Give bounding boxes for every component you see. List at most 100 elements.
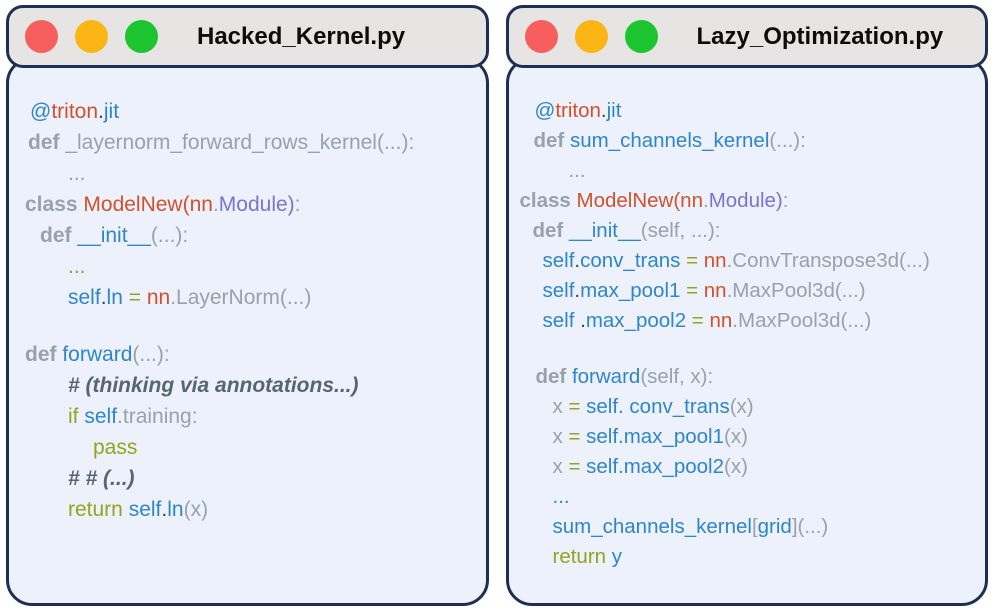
code-token: (x) [183,498,209,521]
code-token: ](...) [791,515,829,538]
code-token: self.max_pool2 [586,455,725,478]
code-token: def [532,219,569,242]
minimize-button[interactable] [75,20,108,53]
code-token: = [122,286,147,309]
window-title: Lazy_Optimization.py [696,22,944,50]
code-token: . [98,100,104,123]
code-token: _layernorm_forward_rows_kernel(...): [59,131,415,154]
code-token: class [25,193,84,216]
code-token: jit [606,99,622,122]
code-token: ... [68,255,86,278]
code-token: @ [534,99,556,122]
code-token: . [702,189,709,212]
code-token: max_pool1 [580,279,681,302]
code-token: @ [30,100,52,123]
code-token: (self, ...): [640,219,721,242]
code-token: .MaxPool3d(...) [726,279,866,302]
code-token: grid [757,515,792,538]
code-line: class ModelNew(nn.Module): [509,186,986,216]
code-token: conv_trans [580,249,681,272]
code-token: pass [93,436,138,459]
code-token: nn [709,309,733,332]
code-line: @triton.jit [9,96,486,127]
code-token: ModelNew(nn [576,189,703,212]
code-token: : [294,193,301,216]
code-line: self .max_pool2 = nn.MaxPool3d(...) [509,306,986,336]
code-token: .MaxPool3d(...) [732,309,872,332]
code-token: def [28,131,60,154]
code-token: self. conv_trans [586,395,730,418]
code-line: # # (...) [9,463,486,494]
code-token: [ [751,515,758,538]
code-line: def sum_channels_kernel(...): [509,126,986,156]
code-line: if self.training: [9,401,486,432]
code-token: . [574,279,581,302]
close-button[interactable] [524,20,558,53]
code-token: max_pool2 [585,309,687,332]
code-token: sum_channels_kernel [569,129,770,152]
code-line: x = self.max_pool2(x) [509,452,986,482]
code-token: self [128,498,162,521]
code-line: ... [509,156,986,186]
code-token: # (thinking via annotations...) [68,374,359,397]
code-line: self.conv_trans = nn.ConvTranspose3d(...… [509,246,986,276]
code-line: class ModelNew(nn.Module): [9,189,486,220]
code-token: sum_channels_kernel [552,515,752,538]
code-token: . [600,99,607,122]
code-line: @triton.jit [509,96,986,126]
code-token: __init__ [568,219,641,242]
code-token: = [680,279,704,302]
code-token: self.max_pool1 [586,425,725,448]
code-token: x [552,455,563,478]
code-token: (...): [132,343,170,366]
code-token: nn [146,286,171,309]
code-token: jit [103,100,120,123]
code-token: return [552,545,612,568]
code-line: x = self. conv_trans(x) [509,392,986,422]
code-token: = [680,249,704,272]
code-token: ModelNew(nn [83,193,213,216]
code-line: x = self.max_pool1(x) [509,422,986,452]
code-token: = [562,395,587,418]
code-line: def __init__(self, ...): [509,216,986,246]
code-line: def forward(...): [9,339,486,370]
code-token: .ConvTranspose3d(...) [726,249,930,272]
code-token: = [686,309,710,332]
code-token: . [580,309,586,332]
code-token: class [519,189,577,212]
code-line: ... [9,158,486,189]
close-button[interactable] [25,20,58,53]
code-token: ln [106,286,123,309]
code-line: def _layernorm_forward_rows_kernel(...): [9,127,486,158]
code-blank-line [509,336,986,362]
maximize-button[interactable] [125,20,158,53]
titlebar: Hacked_Kernel.py [6,5,489,68]
code-token: (...): [769,129,806,152]
code-token: def [535,365,572,388]
code-token: triton [555,99,601,122]
code-token: if [68,405,85,428]
code-token: def [25,343,63,366]
maximize-button[interactable] [624,20,658,53]
code-token: x [552,395,563,418]
code-token: (x) [724,425,748,448]
code-token: triton [51,100,99,123]
code-token: (x) [724,455,748,478]
code-token: . [212,193,219,216]
code-token: nn [703,279,727,302]
code-token: __init__ [77,224,151,247]
code-token: : [782,189,789,212]
code-token: ... [568,159,586,182]
code-token: (x) [729,395,754,418]
minimize-button[interactable] [574,20,608,53]
code-token: .training: [117,405,198,428]
code-line: return self.ln(x) [9,494,486,525]
code-line: def forward(self, x): [509,362,986,392]
code-token: . [161,498,168,521]
code-token: nn [703,249,727,272]
code-token: ... [68,162,86,185]
